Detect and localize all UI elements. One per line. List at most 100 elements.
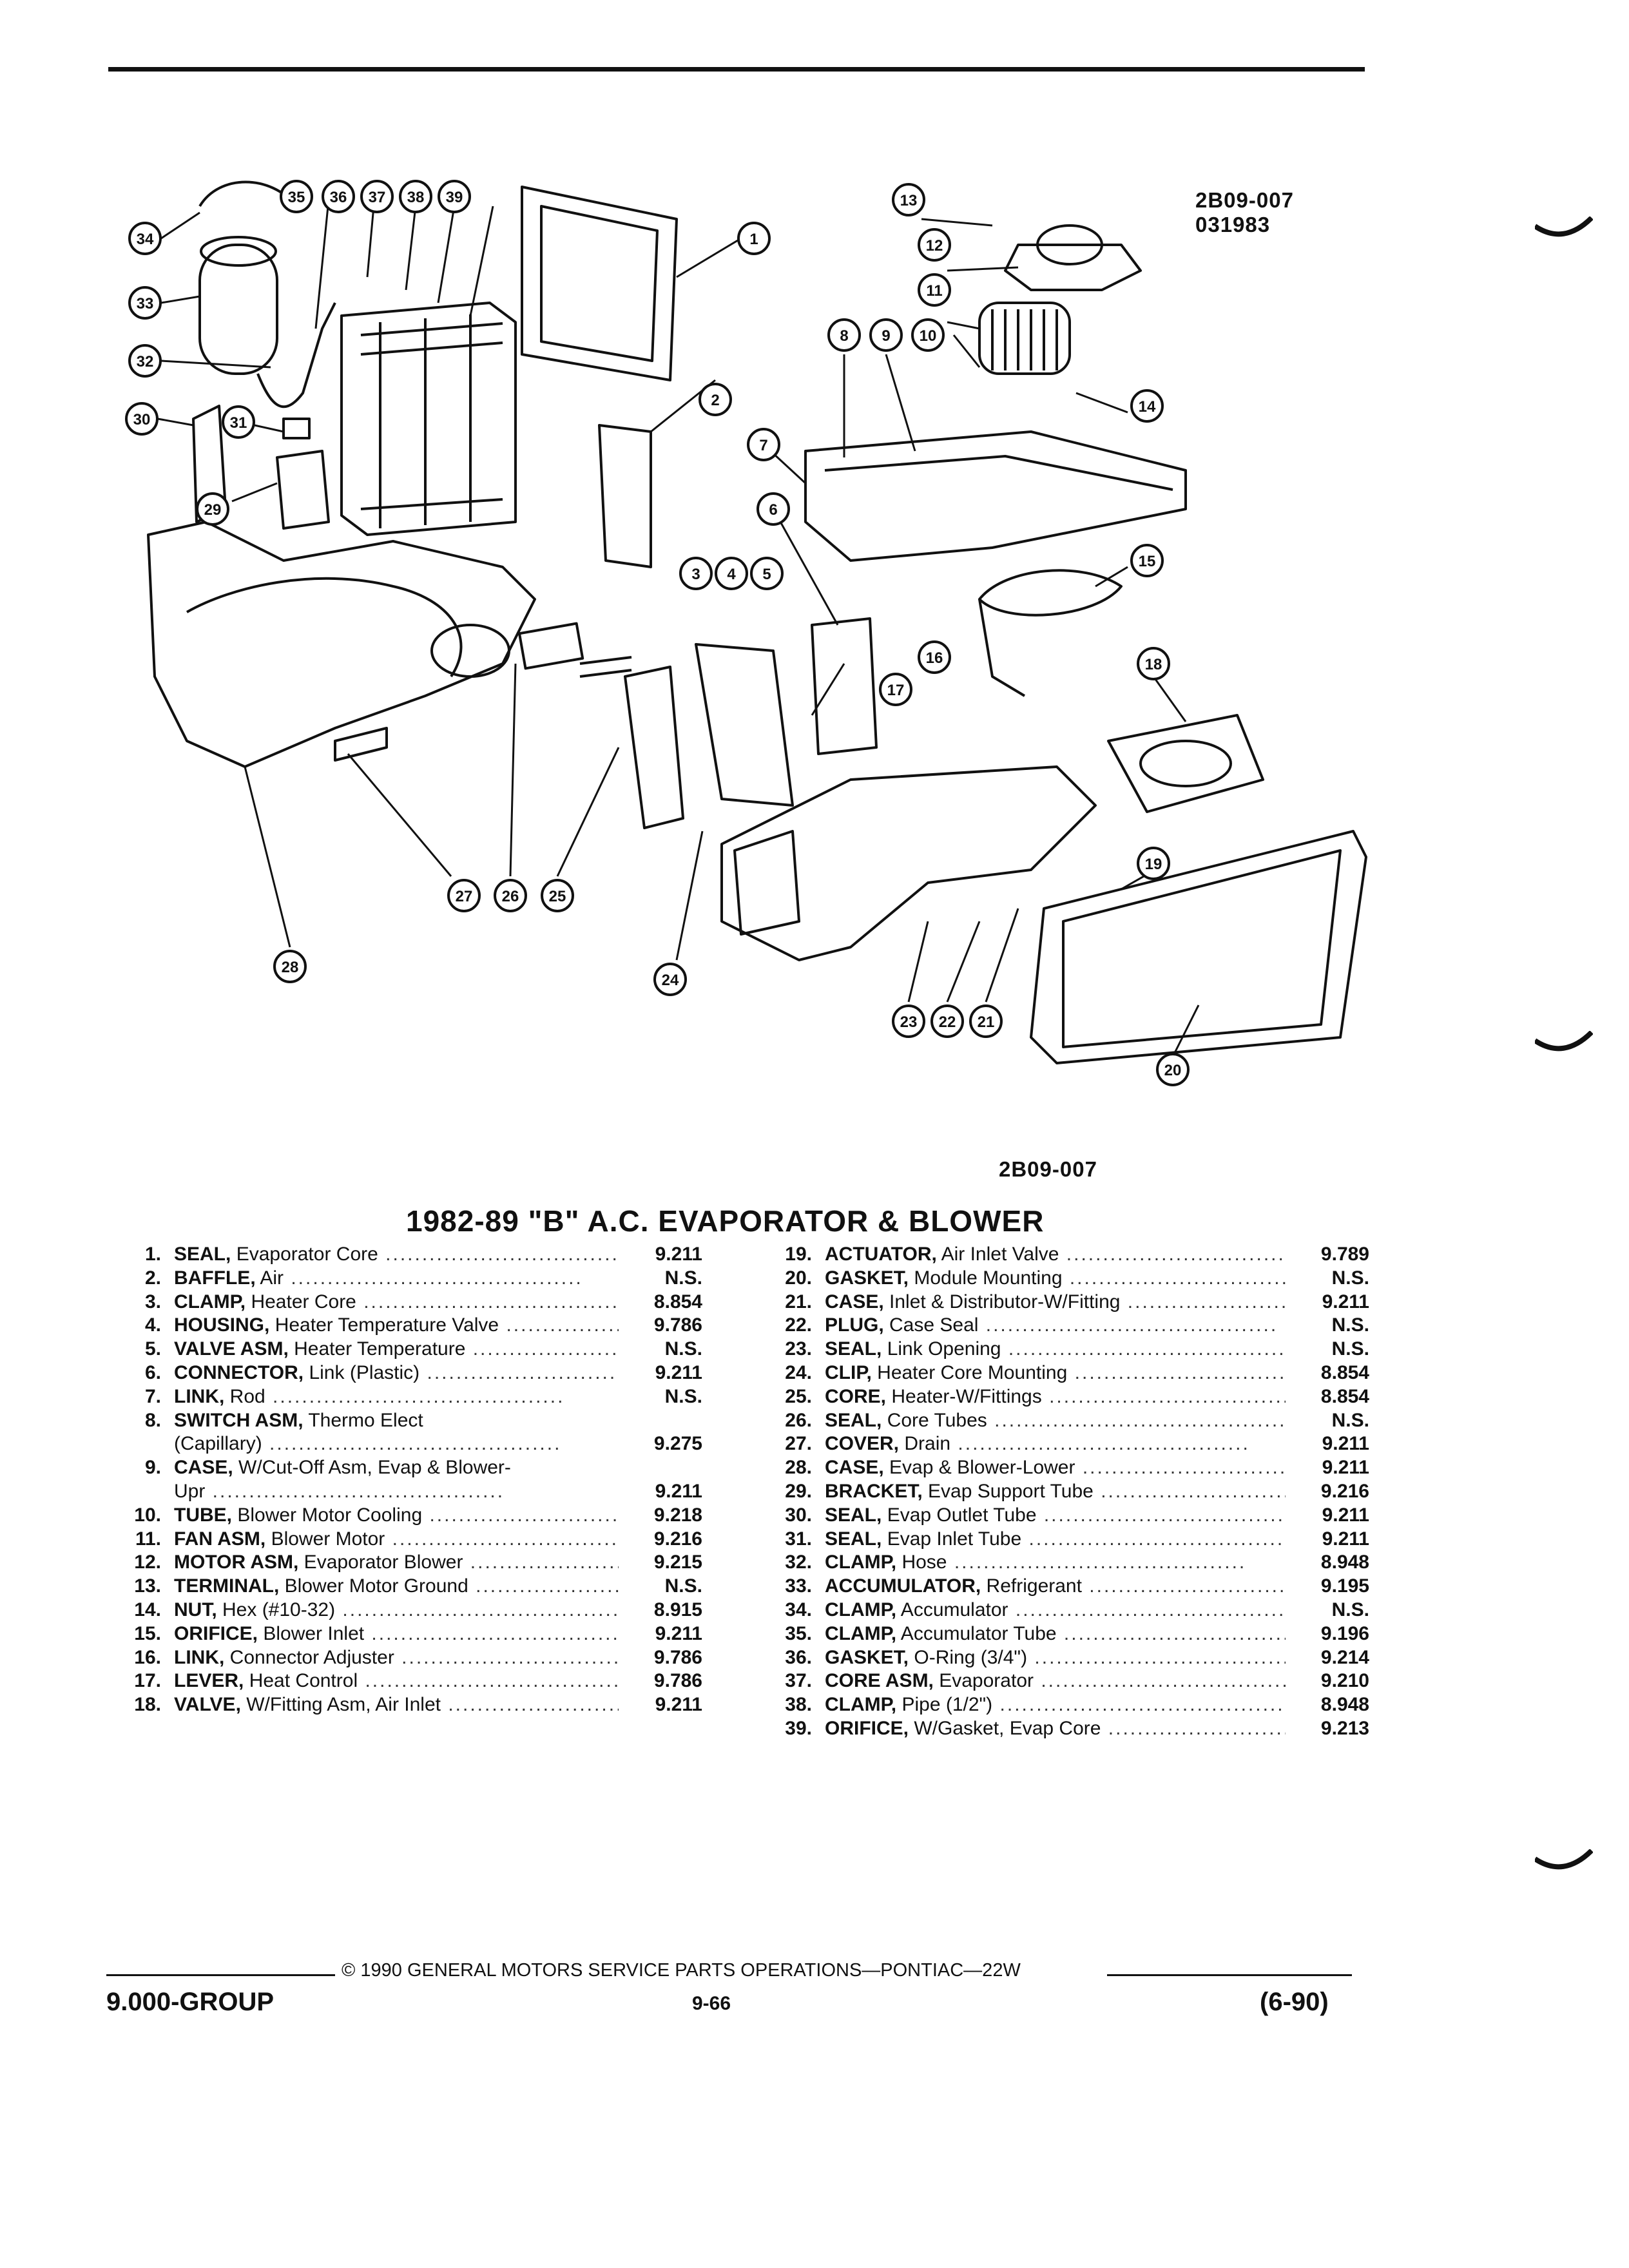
part-name: PLUG, [825, 1314, 884, 1336]
part-number: 24. [785, 1361, 812, 1383]
part-description: CLAMP, Accumulator Tube ................… [825, 1623, 1286, 1645]
part-description: CONNECTOR, Link (Plastic) ..............… [174, 1362, 619, 1384]
page-number: 9-66 [692, 1993, 731, 2014]
parts-row: 26. SEAL, Core Tubes ....................… [747, 1410, 1369, 1434]
part-group-ref: N.S. [664, 1267, 702, 1289]
part-number: 37. [785, 1670, 812, 1692]
part-group-ref: 9.786 [653, 1670, 702, 1692]
part-name: SEAL, [825, 1338, 882, 1360]
part-name: CLAMP, [825, 1599, 897, 1620]
part-name: CASE, [825, 1457, 884, 1479]
part-group-ref: 9.211 [1322, 1433, 1369, 1455]
part-number: 26. [785, 1409, 812, 1431]
part-detail: (Capillary) [174, 1433, 262, 1455]
part-name: GASKET, [825, 1646, 909, 1668]
part-description: NUT, Hex (#10-32) ......................… [174, 1599, 619, 1621]
part-number: 15. [134, 1622, 161, 1644]
evaporator-core-shape [340, 302, 517, 536]
svg-text:16: 16 [926, 649, 943, 667]
svg-text:39: 39 [446, 189, 463, 206]
part-number: 4. [144, 1314, 161, 1336]
leader-dots: ........................................ [950, 1433, 1250, 1455]
leader-dots: ........................................ [506, 1314, 619, 1336]
callout-35: 35 [280, 180, 313, 213]
blower-motor-shape [1004, 244, 1142, 291]
leader-dots: ........................................ [1069, 1267, 1286, 1289]
part-name: BRACKET, [825, 1480, 923, 1502]
leader-dots: ........................................ [1028, 1528, 1286, 1550]
leader-dots: ........................................ [401, 1646, 619, 1668]
part-number: 30. [785, 1504, 812, 1526]
part-group-ref: 9.216 [653, 1528, 702, 1550]
part-name: MOTOR ASM, [174, 1552, 299, 1573]
part-group-ref: 8.948 [1320, 1552, 1369, 1573]
leader-dots: ........................................ [392, 1528, 619, 1550]
part-detail: Blower Inlet [258, 1622, 365, 1644]
heater-core-shape [624, 666, 684, 829]
callout-12: 12 [918, 228, 951, 262]
callout-2: 2 [699, 383, 732, 416]
distributor-case-shape [720, 765, 1097, 961]
figure-code-sub: 031983 [1195, 213, 1271, 236]
svg-text:3: 3 [691, 566, 700, 583]
svg-text:19: 19 [1145, 856, 1162, 873]
part-name: ACTUATOR, [825, 1244, 937, 1265]
part-group-ref: 9.211 [655, 1361, 702, 1383]
part-description: BAFFLE, Air ............................… [174, 1267, 619, 1289]
part-detail: Connector Adjuster [224, 1646, 394, 1668]
part-detail: Blower Motor Cooling [232, 1504, 423, 1526]
part-name: CORE, [825, 1385, 887, 1407]
callout-5: 5 [750, 557, 784, 590]
part-group-ref: N.S. [1331, 1338, 1369, 1360]
part-name: TERMINAL, [174, 1575, 280, 1597]
part-description: ACTUATOR, Air Inlet Valve ..............… [825, 1244, 1286, 1265]
callout-24: 24 [653, 963, 687, 996]
part-group-ref: 9.211 [655, 1480, 702, 1502]
callout-32: 32 [128, 344, 162, 378]
part-detail: Refrigerant [981, 1575, 1082, 1597]
part-number: 9. [144, 1457, 161, 1479]
part-number: 1. [144, 1244, 161, 1265]
leader-dots: ........................................ [262, 1433, 562, 1455]
part-number: 11. [135, 1528, 161, 1550]
parts-row: 32.CLAMP, Hose .........................… [747, 1552, 1369, 1575]
callout-10: 10 [911, 318, 945, 352]
part-number: 27. [785, 1433, 812, 1455]
leader-dots: ........................................ [1008, 1599, 1286, 1620]
part-detail: Link Opening [882, 1338, 1001, 1360]
part-name: ORIFICE, [174, 1622, 258, 1644]
svg-text:6: 6 [769, 501, 777, 519]
part-group-ref: 9.786 [653, 1314, 702, 1336]
parts-row: 7.LINK, Rod ............................… [97, 1386, 702, 1410]
leader-dots: ........................................ [371, 1622, 619, 1644]
part-number: 32. [785, 1552, 812, 1573]
part-name: SEAL, [825, 1409, 882, 1431]
part-group-ref: 8.915 [653, 1599, 702, 1620]
part-number: 3. [144, 1291, 161, 1312]
part-detail: Blower Motor Ground [279, 1575, 468, 1597]
svg-text:7: 7 [759, 437, 767, 454]
part-detail: Core Tubes [882, 1409, 987, 1431]
leader-dots: ........................................ [987, 1409, 1286, 1431]
part-detail: Evap Inlet Tube [882, 1528, 1022, 1550]
part-description: LEVER, Heat Control ....................… [174, 1670, 619, 1692]
part-detail: Air [255, 1267, 284, 1289]
seal-frame-shape [521, 186, 678, 381]
part-number: 2. [144, 1267, 161, 1289]
parts-row: 2. BAFFLE, Air ..........................… [97, 1267, 702, 1291]
part-group-ref: 9.211 [655, 1694, 702, 1716]
part-number: 18. [134, 1694, 161, 1716]
svg-text:4: 4 [727, 566, 736, 583]
svg-text:12: 12 [926, 237, 943, 255]
part-group-ref: 8.854 [1320, 1361, 1369, 1383]
part-group-ref: 9.196 [1320, 1622, 1369, 1644]
part-description: ORIFICE, W/Gasket, Evap Core ...........… [825, 1718, 1286, 1740]
part-description: ORIFICE, Blower Inlet ..................… [174, 1623, 619, 1645]
binder-mark-2 [1535, 1031, 1593, 1052]
group-label: 9.000-GROUP [106, 1988, 275, 2016]
part-name: LINK, [174, 1646, 225, 1668]
callout-6: 6 [757, 492, 790, 526]
part-name: LINK, [174, 1385, 225, 1407]
svg-text:29: 29 [204, 501, 222, 519]
